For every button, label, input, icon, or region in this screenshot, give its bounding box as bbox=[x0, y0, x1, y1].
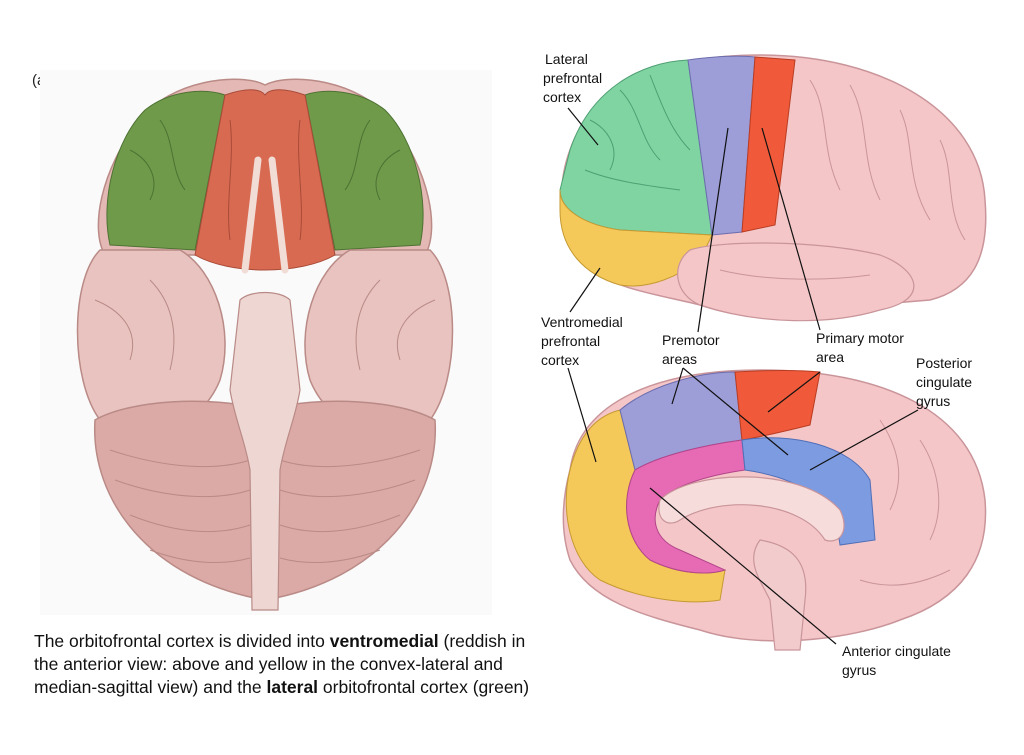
label-vmpfc-line-1: Ventromedial bbox=[541, 314, 623, 330]
caption-part-3: orbitofrontal cortex (green) bbox=[318, 677, 530, 697]
label-anterior-cingulate: Anterior cingulate gyrus bbox=[842, 643, 951, 678]
label-anterior-cingulate-line-2: gyrus bbox=[842, 662, 876, 678]
label-premotor: Premotor areas bbox=[662, 332, 720, 367]
label-lateral-pfc-line-3: cortex bbox=[543, 89, 581, 105]
label-primary-motor-line-2: area bbox=[816, 349, 844, 365]
label-posterior-cingulate-line-2: cingulate bbox=[916, 374, 972, 390]
caption-bold-ventromedial: ventromedial bbox=[329, 631, 439, 651]
label-primary-motor: Primary motor area bbox=[816, 330, 904, 365]
label-posterior-cingulate-line-1: Posterior bbox=[916, 355, 972, 371]
label-posterior-cingulate: Posterior cingulate gyrus bbox=[916, 355, 972, 409]
label-vmpfc: Ventromedial prefrontal cortex bbox=[541, 314, 623, 368]
label-premotor-line-2: areas bbox=[662, 351, 697, 367]
figure-caption: The orbitofrontal cortex is divided into… bbox=[34, 630, 534, 699]
caption-bold-lateral: lateral bbox=[266, 677, 319, 697]
caption-part-2: (reddish in the anterior view: above and… bbox=[34, 631, 526, 697]
label-vmpfc-line-3: cortex bbox=[541, 352, 579, 368]
label-lateral-pfc-line-2: prefrontal bbox=[543, 70, 602, 86]
inferior-brain-view bbox=[40, 70, 492, 615]
caption-part-1: The orbitofrontal cortex is divided into bbox=[34, 631, 330, 651]
label-lateral-pfc: Lateral prefrontal cortex bbox=[543, 51, 602, 105]
label-premotor-line-1: Premotor bbox=[662, 332, 720, 348]
label-posterior-cingulate-line-3: gyrus bbox=[916, 393, 950, 409]
leader-lines bbox=[567, 107, 919, 645]
label-primary-motor-line-1: Primary motor bbox=[816, 330, 904, 346]
label-vmpfc-line-2: prefrontal bbox=[541, 333, 600, 349]
label-anterior-cingulate-line-1: Anterior cingulate bbox=[842, 643, 951, 659]
label-lateral-pfc-line-1: Lateral bbox=[545, 51, 588, 67]
medial-brain-view bbox=[562, 369, 987, 651]
